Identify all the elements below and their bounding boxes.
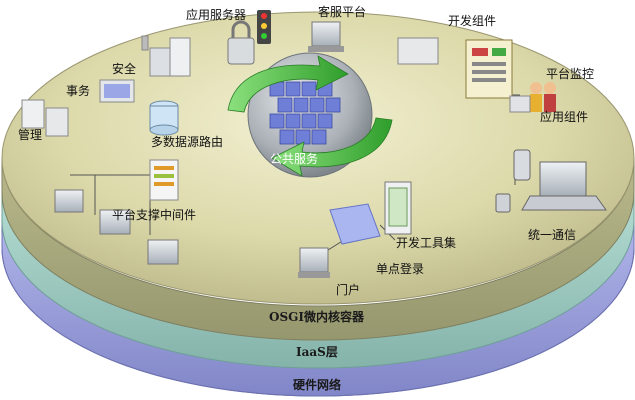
layer-label-osgi: OSGI微内核容器: [269, 310, 364, 324]
cube-grid-icon: [269, 81, 341, 145]
label-sso: 单点登录: [376, 262, 425, 276]
label-management: 管理: [18, 128, 43, 142]
label-portal: 门户: [336, 283, 361, 297]
unified-comm-devices-icon: [495, 149, 607, 213]
label-public-service: 公共服务: [270, 152, 319, 166]
label-app-server: 应用服务器: [186, 8, 247, 22]
middleware-computers-icon: [54, 159, 179, 265]
label-multi-datasource-routing: 多数据源路由: [151, 135, 224, 149]
label-app-components: 应用组件: [540, 110, 589, 124]
label-dev-toolset: 开发工具集: [396, 236, 457, 250]
customer-service-icon: [308, 21, 344, 52]
cycle-arrow-icon: [271, 117, 393, 177]
platform-monitor-icon: [509, 82, 556, 113]
dev-components-icon: [397, 37, 513, 99]
label-dev-components: 开发组件: [448, 14, 497, 28]
layer-label-hardware: 硬件网络: [293, 378, 342, 392]
dev-toolset-icon: [298, 181, 412, 278]
app-server-icon: [141, 10, 271, 77]
label-security: 安全: [112, 62, 137, 76]
cycle-arrow-icon: [227, 55, 349, 113]
label-unified-comm: 统一通信: [528, 228, 577, 242]
label-platform-monitor: 平台监控: [546, 67, 595, 81]
layer-osgi-disc: [1, 157, 635, 341]
label-customer-service: 客服平台: [318, 5, 367, 19]
public-service-hub: [227, 52, 393, 178]
left-services-icons: [21, 79, 179, 137]
label-platform-middleware: 平台支撑中间件: [112, 208, 197, 222]
layer-label-iaas: IaaS层: [296, 345, 338, 359]
label-transaction: 事务: [66, 84, 91, 98]
